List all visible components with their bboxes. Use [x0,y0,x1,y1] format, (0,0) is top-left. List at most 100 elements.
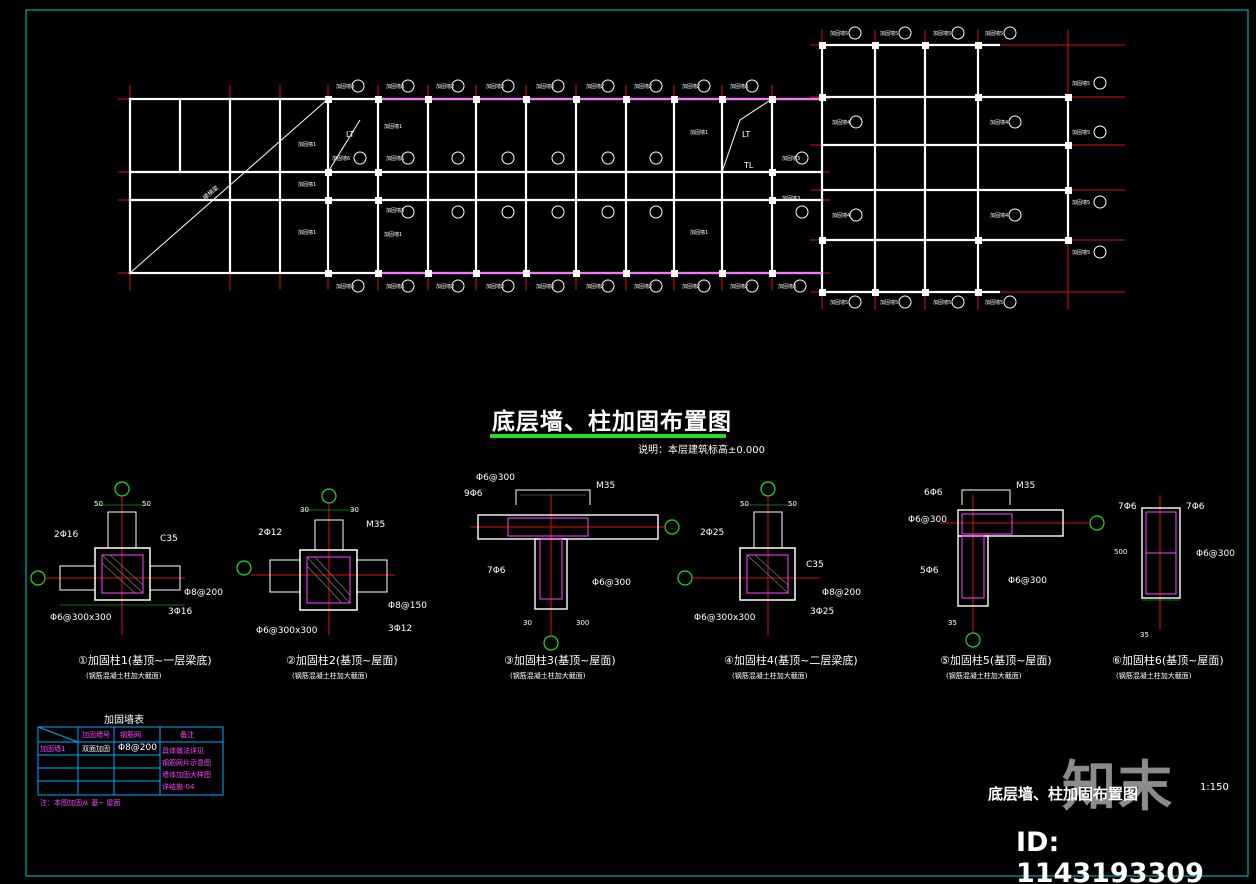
svg-text:加固墙2: 加固墙2 [536,283,554,290]
svg-text:加固墙4: 加固墙4 [990,119,1008,126]
d3-d: Φ6@300 [592,578,631,588]
table-header-1: 钢筋网 [120,731,141,739]
detail-caption-2: ②加固柱2(基顶~屋面) [286,654,398,667]
svg-text:加固墙1: 加固墙1 [298,229,316,236]
svg-text:加固墙2: 加固墙2 [536,83,554,90]
table-remark-1: 钢筋网片示意图 [162,759,211,767]
d2-stirrup: Φ8@150 [388,601,427,611]
table-remark-0: 具体做法详见 [162,747,204,755]
d3-m35: M35 [596,481,616,491]
reinforcement-table [37,726,224,796]
svg-text:加固墙1: 加固墙1 [384,231,402,238]
table-cell-2: Φ8@200 [118,743,157,753]
d2-bars: 2Φ12 [258,528,283,538]
d4-b: Φ6@300x300 [694,613,756,623]
detail-caption-3: ③加固柱3(基顶~屋面) [504,654,616,667]
detail-1 [30,481,185,635]
svg-text:加固墙3: 加固墙3 [386,83,404,90]
drawing-id: ID: 1143193309 [1016,827,1204,884]
svg-text:加固墙3: 加固墙3 [730,83,748,90]
svg-text:加固墙5: 加固墙5 [880,299,898,306]
d4-stirrup: Φ8@200 [822,588,861,598]
d6-d: 500 [1114,548,1128,556]
svg-text:加固墙2: 加固墙2 [682,283,700,290]
d3-e: 300 [576,619,590,627]
stair-diagonal [129,98,329,274]
detail-4 [677,481,820,635]
svg-text:楼梯梁: 楼梯梁 [201,184,220,202]
svg-text:加固墙3: 加固墙3 [336,83,354,90]
table-header-0: 加固墙号 [82,731,110,739]
detail-caption-4: ④加固柱4(基顶~二层梁底) [724,654,858,667]
svg-text:加固墙5: 加固墙5 [1072,80,1090,87]
d1-stirrup: Φ8@200 [184,588,223,598]
svg-text:加固墙1: 加固墙1 [298,181,316,188]
table-remark-2: 墙体加固大样图 [162,771,211,779]
svg-text:加固墙5: 加固墙5 [1072,249,1090,256]
svg-text:加固墙2: 加固墙2 [436,83,454,90]
floor-plan: 加固墙3 加固墙3 加固墙2 加固墙2 加固墙2 加固墙2 加固墙2 加固墙2 加固墙3 加… [118,26,1125,310]
d4-top-r: 50 [788,500,797,508]
d5-e: 35 [948,619,957,627]
svg-text:加固墙1: 加固墙1 [298,141,316,148]
svg-text:加固墙3: 加固墙3 [782,195,800,202]
d5-m35: M35 [1016,481,1036,491]
d5-c: 5Φ6 [920,566,939,576]
svg-text:加固墙2: 加固墙2 [634,283,652,290]
svg-text:加固墙2: 加固墙2 [486,283,504,290]
table-cell-0: 加固墙1 [40,745,66,753]
d2-top-l: 30 [300,506,309,514]
plan-label-lt2: LT [742,130,751,139]
d4-top-l: 50 [740,500,749,508]
d6-e: 35 [1140,631,1149,639]
svg-text:加固墙2: 加固墙2 [682,83,700,90]
svg-text:加固墙2: 加固墙2 [486,83,504,90]
svg-text:加固墙5: 加固墙5 [1072,129,1090,136]
brand-logo: 知末 [1062,755,1174,818]
table-footnote: 注：本图加固从 基~ 屋面 [40,799,121,807]
detail-note-1: (钢筋混凝土柱加大截面) [86,672,162,680]
detail-note-6: (钢筋混凝土柱加大截面) [1116,672,1192,680]
svg-text:加固墙5: 加固墙5 [985,299,1003,306]
svg-text:加固墙5: 加固墙5 [933,299,951,306]
svg-text:加固墙1: 加固墙1 [690,129,708,136]
svg-text:加固墙5: 加固墙5 [985,30,1003,37]
plan-label-lt1: LT [346,130,355,139]
d6-b: 7Φ6 [1186,502,1205,512]
svg-text:加固墙3: 加固墙3 [386,207,404,214]
svg-text:加固墙2: 加固墙2 [730,283,748,290]
detail-2 [236,488,395,635]
d1-top-r: 50 [142,500,151,508]
d1-a: 3Φ16 [168,607,193,617]
d5-b: Φ6@300 [908,515,947,525]
d6-a: 7Φ6 [1118,502,1137,512]
drawing-title: 底层墙、柱加固布置图 [492,409,732,435]
svg-text:加固墙6: 加固墙6 [332,155,350,162]
svg-text:加固墙3: 加固墙3 [778,283,796,290]
svg-text:加固墙2: 加固墙2 [436,283,454,290]
svg-text:加固墙5: 加固墙5 [1072,199,1090,206]
drawing-subtitle: 说明：本层建筑标高±0.000 [638,445,766,456]
d2-top-r: 30 [350,506,359,514]
d3-a: Φ6@300 [476,473,515,483]
svg-text:加固墙5: 加固墙5 [830,299,848,306]
d5-a: 6Φ6 [924,488,943,498]
d3-b: 9Φ6 [464,489,483,499]
d4-bars: 2Φ25 [700,528,725,538]
d6-c: Φ6@300 [1196,549,1235,559]
svg-text:加固墙2: 加固墙2 [586,83,604,90]
d1-top-l: 50 [94,500,103,508]
d5-d: Φ6@300 [1008,576,1047,586]
d1-c35: C35 [160,534,178,544]
detail-5 [940,489,1105,648]
drawing-border [25,9,1249,877]
d2-b: Φ6@300x300 [256,626,318,636]
plan-label-tl: TL [744,161,754,170]
svg-text:加固墙1: 加固墙1 [690,229,708,236]
d4-c35: C35 [806,560,824,570]
d1-b: Φ6@300x300 [50,613,112,623]
svg-text:加固墙2: 加固墙2 [634,83,652,90]
detail-note-3: (钢筋混凝土柱加大截面) [510,672,586,680]
detail-3 [470,489,680,651]
svg-text:加固墙5: 加固墙5 [830,30,848,37]
